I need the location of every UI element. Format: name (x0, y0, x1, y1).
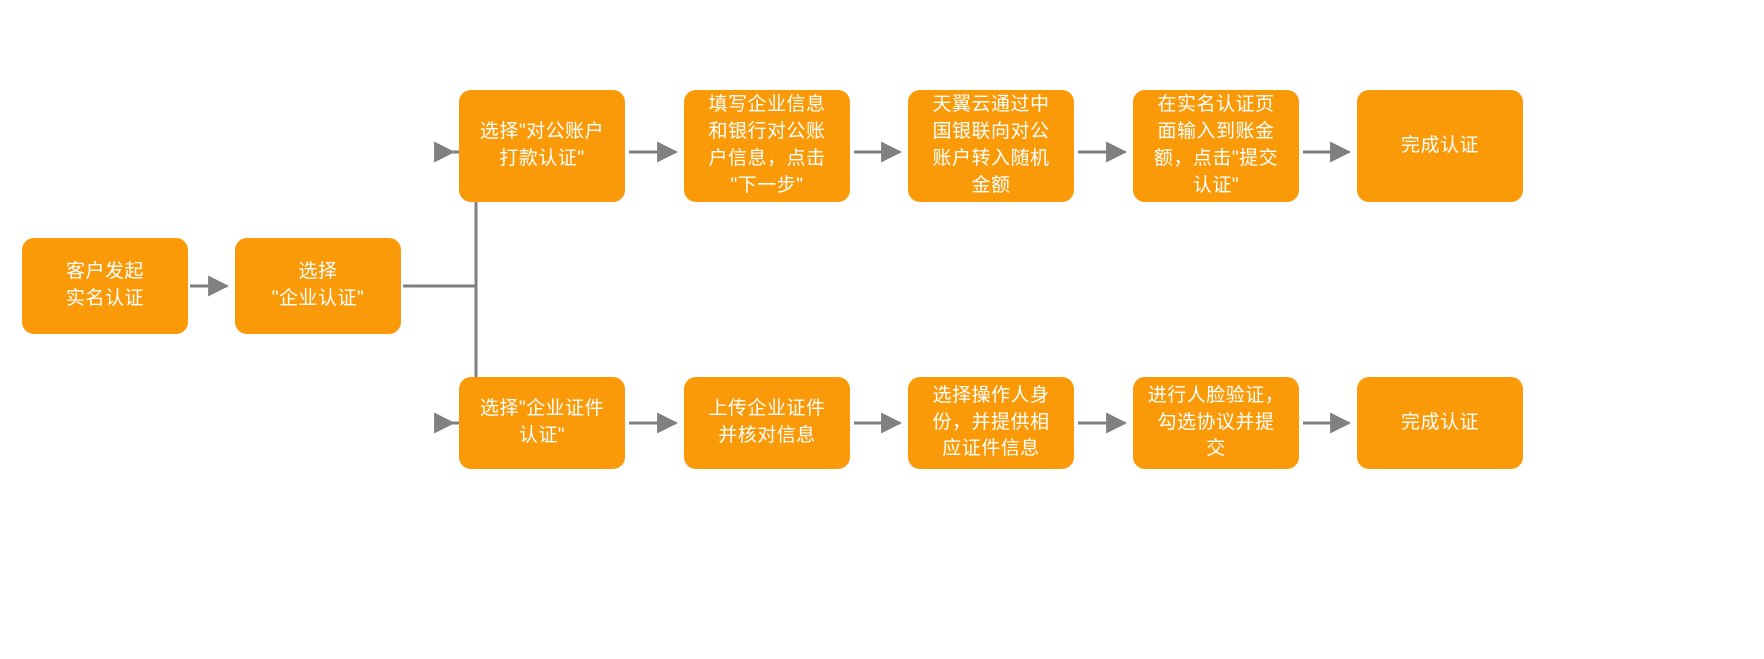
node-branch-a-select-corporate-remittance[interactable]: 选择"对公账户 打款认证" (459, 90, 625, 202)
node-start[interactable]: 客户发起 实名认证 (22, 238, 188, 334)
node-branch-a-enter-received-amount[interactable]: 在实名认证页 面输入到账金 额，点击"提交 认证" (1133, 90, 1299, 202)
node-branch-b-select-enterprise-certificate[interactable]: 选择"企业证件 认证" (459, 377, 625, 469)
node-branch-a-fill-enterprise-bank-info[interactable]: 填写企业信息 和银行对公账 户信息，点击 "下一步" (684, 90, 850, 202)
node-choose-enterprise[interactable]: 选择 "企业认证" (235, 238, 401, 334)
node-branch-a-complete[interactable]: 完成认证 (1357, 90, 1523, 202)
node-branch-b-face-verification[interactable]: 进行人脸验证， 勾选协议并提 交 (1133, 377, 1299, 469)
node-branch-a-random-amount-transfer[interactable]: 天翼云通过中 国银联向对公 账户转入随机 金额 (908, 90, 1074, 202)
node-branch-b-upload-certificate[interactable]: 上传企业证件 并核对信息 (684, 377, 850, 469)
node-branch-b-complete[interactable]: 完成认证 (1357, 377, 1523, 469)
node-branch-b-select-operator-identity[interactable]: 选择操作人身 份，并提供相 应证件信息 (908, 377, 1074, 469)
